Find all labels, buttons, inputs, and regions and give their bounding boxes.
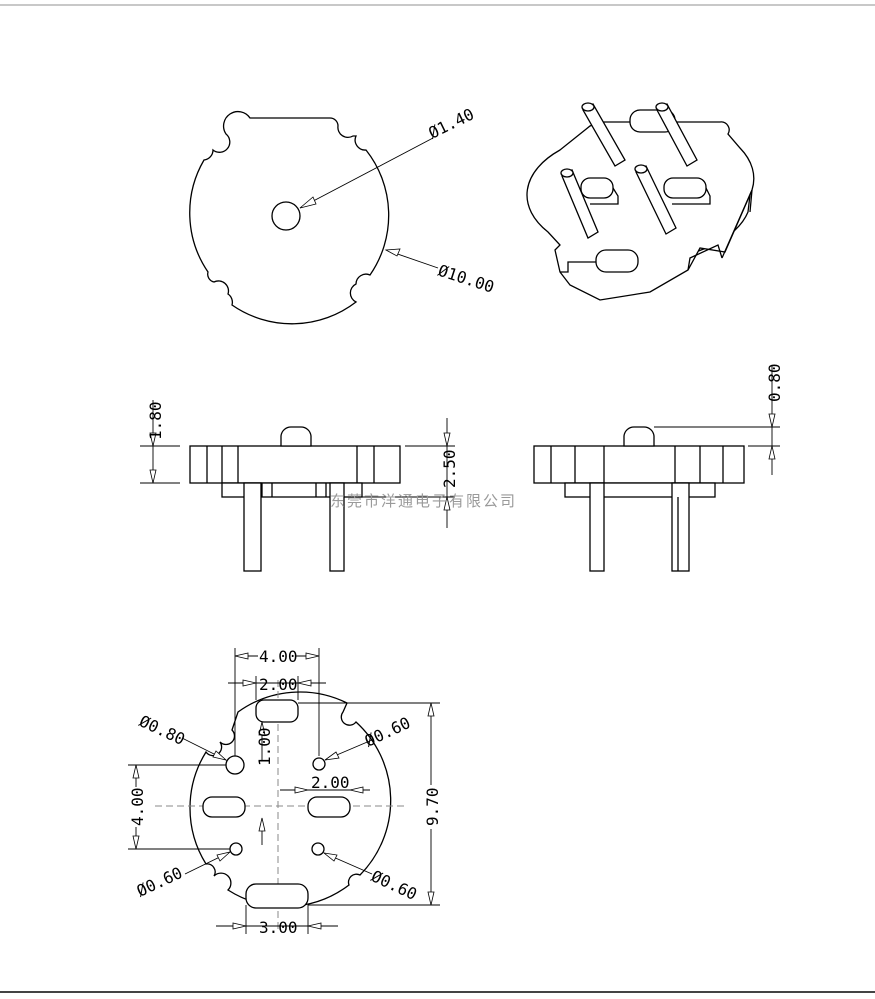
bottom-hole-br [311, 842, 325, 856]
bottom-hole-tl [225, 755, 245, 775]
flange-height-label: 1.80 [146, 401, 165, 440]
bottom-slot-bottom [245, 883, 309, 909]
overall-size-label: 9.70 [423, 787, 442, 826]
slot-spacing-label: 4.00 [259, 647, 298, 666]
end-pin-right [671, 482, 690, 572]
end-flange [533, 445, 745, 484]
bottom-slot-left [202, 796, 246, 818]
center-hole [271, 201, 301, 231]
side-pin-right [329, 482, 345, 572]
side-view: 1.80 2.50 [140, 400, 459, 572]
pin-spacing-label: 4.00 [128, 787, 147, 826]
right-slot-width-label: 2.00 [311, 773, 350, 792]
isometric-view [526, 102, 755, 301]
iso-slot-bottom [595, 249, 639, 273]
bottom-hole-tr [312, 757, 326, 771]
iso-pins [560, 102, 698, 239]
side-tab [280, 426, 312, 447]
bottom-slot-right [307, 796, 351, 818]
pin-offset-label: 1.00 [255, 727, 274, 766]
iso-slot-right [663, 177, 707, 199]
company-watermark: 东莞市洋通电子有限公司 [330, 492, 517, 510]
end-tab [623, 426, 655, 447]
bottom-slot-top [255, 699, 299, 723]
iso-slot-left [580, 177, 614, 199]
top-slot-width-label: 2.00 [259, 675, 298, 694]
end-pin-left [589, 482, 605, 572]
tab-height-label: 0.80 [765, 363, 784, 402]
bottom-hole-bl [229, 842, 243, 856]
total-height-label: 2.50 [440, 449, 459, 488]
side-pin-left [243, 482, 262, 572]
iso-top-face [526, 121, 755, 301]
end-view: 0.80 [533, 363, 784, 572]
bottom-slot-label: 3.00 [259, 918, 298, 937]
